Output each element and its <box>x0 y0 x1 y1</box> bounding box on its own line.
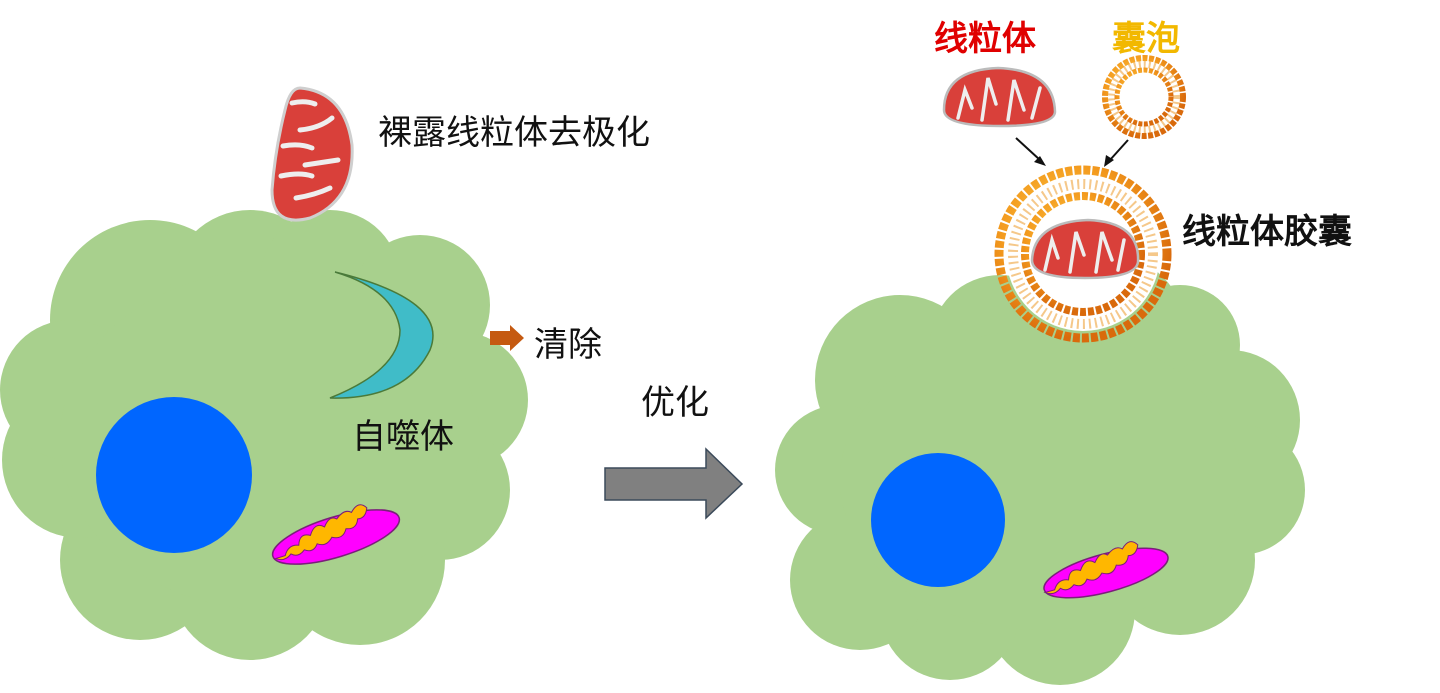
mito-label: 线粒体 <box>934 19 1036 59</box>
autophagosome-crescent <box>329 271 434 399</box>
right-cell-mitochondrion <box>1043 541 1169 599</box>
optimize-label: 优化 <box>641 383 709 423</box>
right-cell <box>775 255 1305 685</box>
vesicle-icon <box>1102 55 1186 139</box>
right-nucleus <box>871 453 1005 587</box>
mitochondrion-icon <box>942 66 1057 128</box>
left-nucleus <box>96 397 252 553</box>
left-cell-mitochondrion <box>271 504 401 565</box>
mito-capsule <box>994 165 1172 343</box>
autophagosome-label: 自噬体 <box>352 417 454 457</box>
naked-mito-label: 裸露线粒体去极化 <box>378 113 650 153</box>
clear-arrow-icon <box>490 325 524 351</box>
naked-mitochondrion <box>270 86 354 222</box>
optimize-arrow-icon <box>604 447 744 520</box>
mito-capsule-label: 线粒体胶囊 <box>1182 212 1352 252</box>
pointer-arrows <box>1015 137 1129 167</box>
clear-label: 清除 <box>534 325 602 365</box>
vesicle-label: 囊泡 <box>1112 19 1180 59</box>
